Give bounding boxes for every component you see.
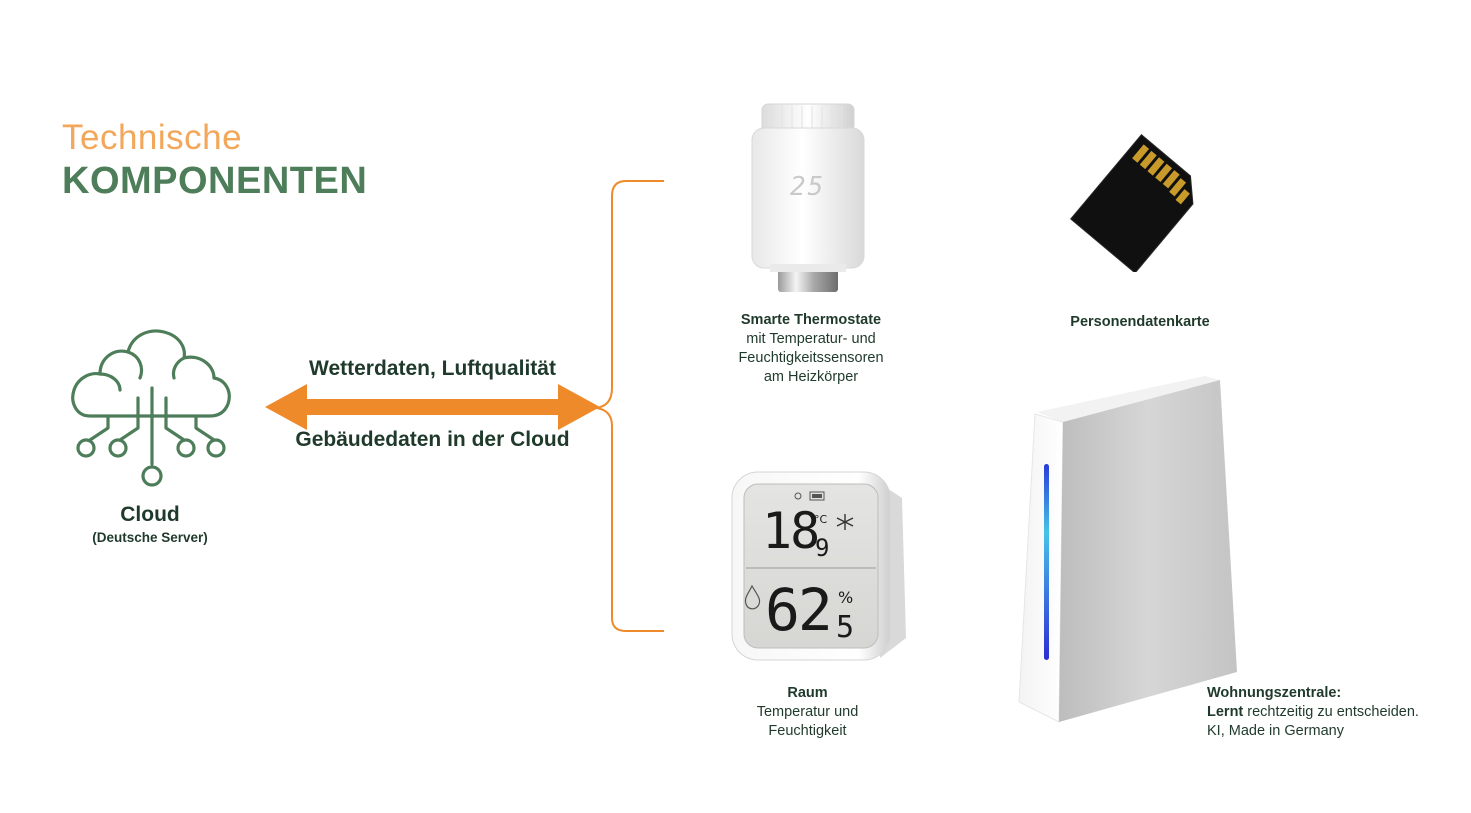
thermostat-display: 25 (790, 172, 826, 202)
card-title: Personendatenkarte (1070, 314, 1210, 330)
connection-label-top: Wetterdaten, Luftqualität (309, 357, 556, 380)
hub-line1: Lernt rechtzeitig zu entscheiden. (1207, 703, 1447, 722)
sensor-hum-dec: 5 (836, 610, 855, 645)
thermostat-title: Smarte Thermostate (740, 312, 882, 328)
room-sensor-line2: Feuchtigkeit (768, 723, 847, 739)
page-title-light: Technische (62, 118, 243, 157)
room-sensor-image (731, 471, 906, 661)
room-sensor-caption: Raum Temperatur und Feuchtigkeit (710, 684, 905, 741)
hub-caption: Wohnungszentrale: Lernt rechtzeitig zu e… (1207, 684, 1447, 741)
sensor-temp-unit: °C (814, 513, 828, 526)
connection-label-bottom: Gebäudedaten in der Cloud (295, 428, 570, 451)
hub-line2: KI, Made in Germany (1207, 723, 1344, 739)
hub-line1-rest: rechtzeitig zu entscheiden. (1243, 704, 1419, 720)
cloud-label: Cloud (120, 503, 180, 526)
hub-image (1018, 376, 1237, 723)
thermostat-line2: Feuchtigkeitssensoren (738, 350, 884, 366)
cloud-sublabel: (Deutsche Server) (92, 530, 208, 545)
hub-title: Wohnungszentrale: (1207, 685, 1342, 701)
room-sensor-title: Raum (787, 685, 828, 701)
thermostat-line3: am Heizkörper (763, 369, 859, 385)
sensor-hum-main: 62 (765, 576, 833, 644)
thermostat-line1: mit Temperatur- und (746, 331, 876, 347)
page-title-bold: KOMPONENTEN (62, 160, 368, 202)
thermostat-image (751, 103, 865, 292)
double-arrow-icon (265, 384, 600, 430)
room-sensor-line1: Temperatur und (756, 704, 859, 720)
sensor-temp-dec: 9 (815, 534, 830, 562)
bracket-connector (595, 180, 664, 632)
hub-line1-bold: Lernt (1207, 704, 1244, 720)
sensor-temp-main: 18 (762, 502, 820, 560)
sensor-hum-unit: % (838, 588, 854, 607)
thermostat-caption: Smarte Thermostate mit Temperatur- und F… (706, 311, 916, 387)
cloud-network-icon (71, 329, 231, 487)
card-caption: Personendatenkarte (1040, 313, 1240, 332)
sd-card-image (1070, 133, 1194, 272)
